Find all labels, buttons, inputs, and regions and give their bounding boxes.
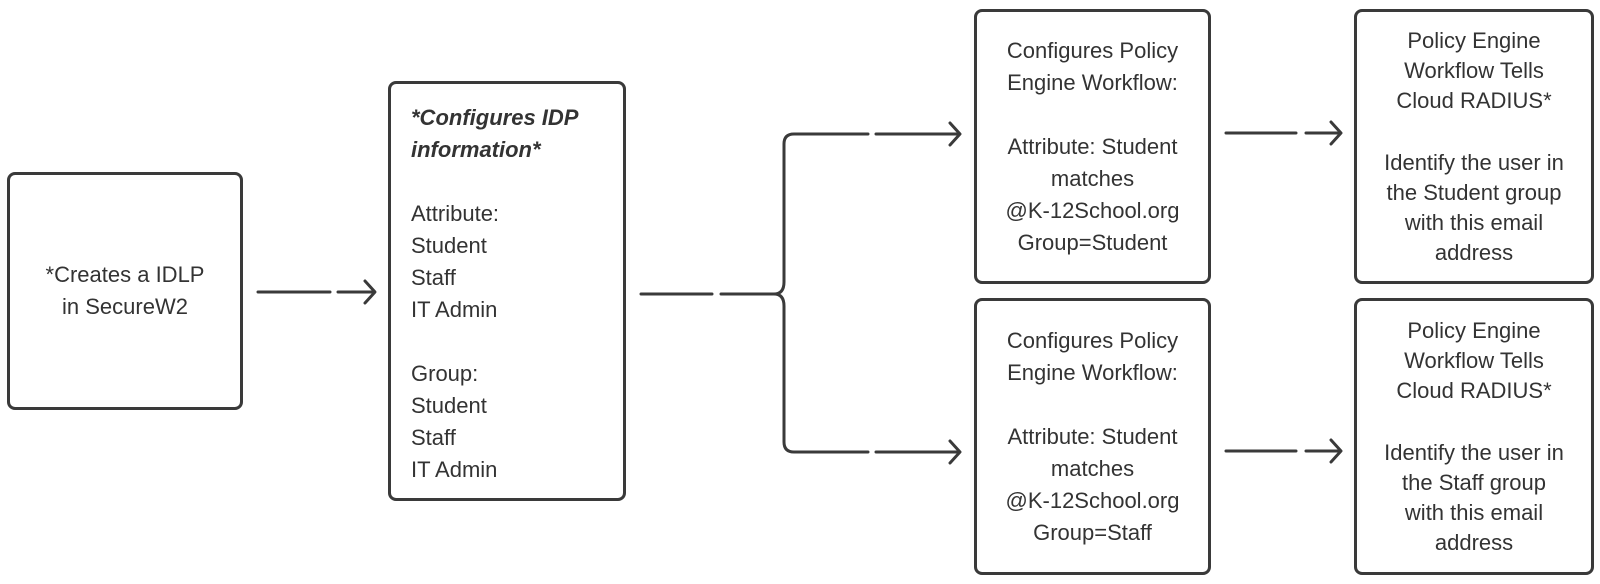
arrow-policy-student-to-radius-student xyxy=(1224,120,1343,146)
arrow-create-to-configure xyxy=(256,279,377,305)
node-policy-student-heading: Configures Policy xyxy=(1006,37,1179,63)
node-policy-staff-body: Attribute: Student xyxy=(1007,423,1178,449)
node-radius-student-body: the Student group xyxy=(1386,179,1562,205)
node-radius-staff-heading: Policy Engine xyxy=(1407,317,1541,343)
node-policy-staff-heading: Configures Policy xyxy=(1006,327,1179,353)
node-policy-student-heading: Engine Workflow: xyxy=(1007,69,1178,95)
node-policy-student: Configures Policy Engine Workflow: Attri… xyxy=(974,9,1211,284)
node-radius-student-body: Identify the user in xyxy=(1384,149,1564,175)
node-policy-staff-body: @K-12School.org xyxy=(1005,487,1180,513)
node-radius-staff-body: address xyxy=(1434,529,1514,555)
node-policy-student-body: Group=Student xyxy=(1017,229,1168,255)
arrow-branch-to-policy-staff xyxy=(874,439,962,465)
node-policy-student-body: Attribute: Student xyxy=(1007,133,1178,159)
arrow-branch-to-policy-student xyxy=(874,121,962,147)
node-radius-student-body: address xyxy=(1434,239,1514,265)
node-configure-idp: *Configures IDP information* Attribute: … xyxy=(388,81,626,501)
node-policy-staff: Configures Policy Engine Workflow: Attri… xyxy=(974,298,1211,575)
node-radius-staff-heading: Workflow Tells xyxy=(1404,347,1544,373)
group-value: Staff xyxy=(411,425,456,450)
node-create-idlp-line: *Creates a IDLP xyxy=(45,262,205,287)
node-policy-staff-heading: Engine Workflow: xyxy=(1007,359,1178,385)
node-radius-student-heading: Policy Engine xyxy=(1407,27,1541,53)
group-label: Group: xyxy=(411,361,479,386)
attribute-value: Student xyxy=(411,233,487,258)
node-policy-staff-body: Group=Staff xyxy=(1033,519,1152,545)
node-configure-idp-heading: *Configures IDP xyxy=(411,105,579,130)
node-create-idlp: *Creates a IDLP in SecureW2 xyxy=(7,172,243,410)
arrow-policy-staff-to-radius-staff xyxy=(1224,438,1343,464)
group-value: Student xyxy=(411,393,487,418)
node-configure-idp-heading: information* xyxy=(411,137,541,162)
attribute-value: Staff xyxy=(411,265,456,290)
node-create-idlp-line: in SecureW2 xyxy=(62,294,188,319)
branch-bracket xyxy=(772,132,870,454)
attribute-label: Attribute: xyxy=(411,201,500,226)
node-radius-student-heading: Workflow Tells xyxy=(1404,57,1544,83)
node-radius-student: Policy Engine Workflow Tells Cloud RADIU… xyxy=(1354,9,1594,284)
node-radius-student-body: with this email xyxy=(1404,209,1544,235)
node-policy-staff-body: matches xyxy=(1050,455,1135,481)
node-radius-staff: Policy Engine Workflow Tells Cloud RADIU… xyxy=(1354,298,1594,575)
node-radius-staff-body: Identify the user in xyxy=(1384,439,1564,465)
node-policy-student-body: matches xyxy=(1050,165,1135,191)
node-radius-staff-heading: Cloud RADIUS* xyxy=(1396,377,1552,403)
node-radius-student-heading: Cloud RADIUS* xyxy=(1396,87,1552,113)
node-policy-student-body: @K-12School.org xyxy=(1005,197,1180,223)
attribute-value: IT Admin xyxy=(411,297,498,322)
node-radius-staff-body: the Staff group xyxy=(1402,469,1546,495)
node-radius-staff-body: with this email xyxy=(1404,499,1544,525)
group-value: IT Admin xyxy=(411,457,498,482)
